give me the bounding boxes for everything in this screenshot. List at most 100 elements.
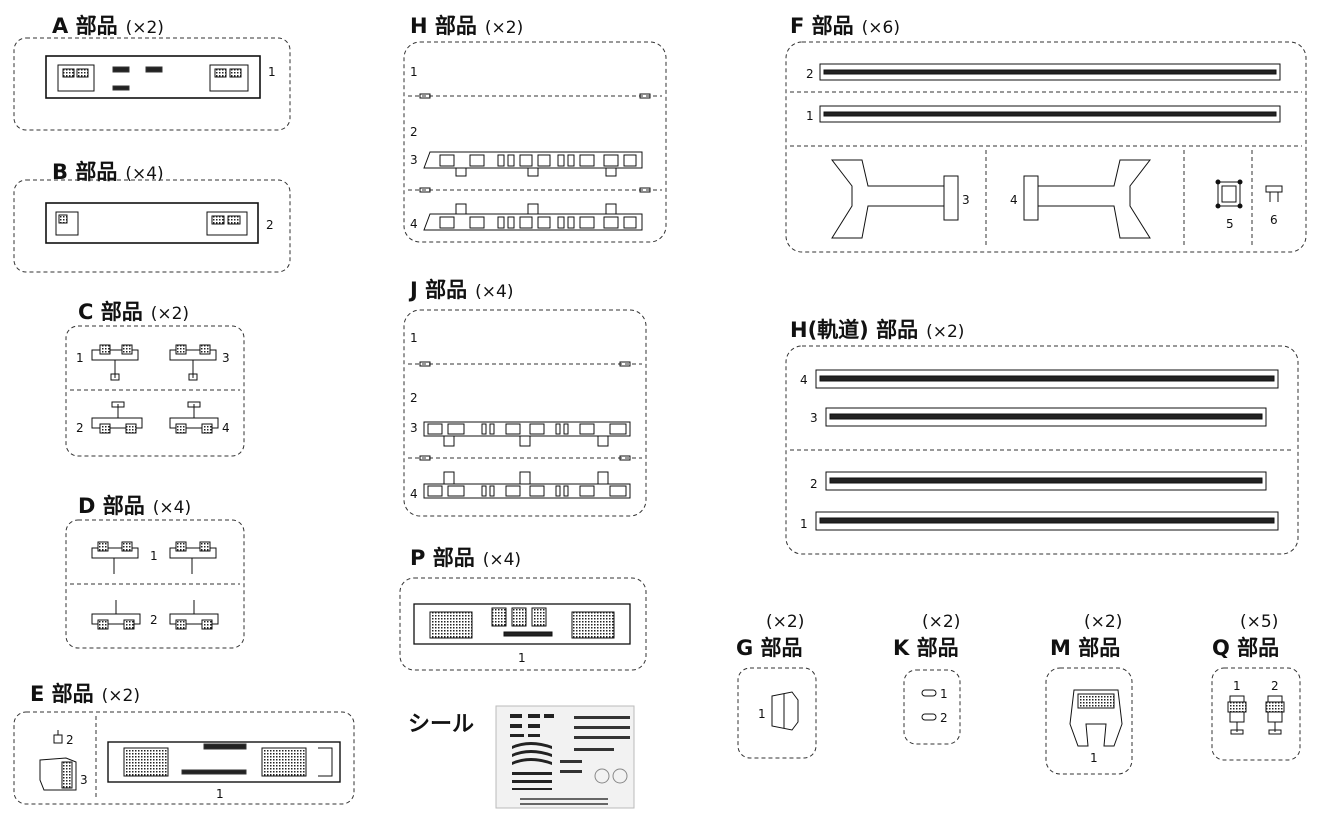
title-seal: シール <box>408 712 475 737</box>
title-e: E 部品 (×2) <box>30 678 140 708</box>
m-part-1 <box>1069 689 1123 747</box>
decal-marks-left <box>510 714 554 790</box>
g-part-1 <box>771 691 799 731</box>
title-d: D 部品 (×4) <box>78 490 191 520</box>
label-f-2: 2 <box>806 67 814 81</box>
title-h-text: H 部品 <box>410 14 477 38</box>
label-h-1: 1 <box>410 65 418 79</box>
label-f-4: 4 <box>1010 193 1018 207</box>
label-d-1: 1 <box>150 549 158 563</box>
sprue-d <box>65 519 245 649</box>
sprue-a <box>13 37 291 131</box>
f-part-6 <box>1265 185 1283 202</box>
label-c-2: 2 <box>76 421 84 435</box>
sprue-m <box>1045 667 1133 775</box>
title-c: C 部品 (×2) <box>78 296 189 326</box>
label-c-1: 1 <box>76 351 84 365</box>
sprue-g <box>737 667 817 759</box>
title-a-text: A 部品 <box>52 14 118 38</box>
label-f-6: 6 <box>1270 213 1278 227</box>
label-q-1: 1 <box>1233 679 1241 693</box>
h-part-4 <box>423 203 643 231</box>
title-j-count: (×4) <box>475 282 514 302</box>
sprue-c <box>65 325 245 457</box>
d-part-1b <box>169 541 217 574</box>
title-b-count: (×4) <box>125 164 164 184</box>
track-rail-1 <box>815 511 1279 531</box>
title-k: K 部品 <box>893 636 959 660</box>
sprue-k <box>903 669 961 745</box>
title-g: G 部品 <box>736 636 803 660</box>
track-rail-2 <box>825 471 1267 491</box>
title-a: A 部品 (×2) <box>52 10 164 40</box>
e-part-3 <box>39 757 77 791</box>
label-j-4: 4 <box>410 487 418 501</box>
decal-sheet <box>495 705 635 809</box>
sprue-q <box>1211 667 1301 761</box>
title-h-count: (×2) <box>484 18 524 38</box>
title-a-count: (×2) <box>125 18 164 38</box>
sprue-p <box>399 577 647 671</box>
q-part-1 <box>1227 695 1247 735</box>
sprue-f <box>785 41 1307 253</box>
track-rail-4 <box>815 369 1279 389</box>
d-part-1a <box>91 541 139 574</box>
label-f-5: 5 <box>1226 217 1234 231</box>
track-rail-3 <box>825 407 1267 427</box>
sprue-h-track <box>785 345 1299 555</box>
count-k: (×2) <box>922 612 961 632</box>
f-part-5 <box>1215 179 1243 209</box>
decal-marks-right <box>520 716 630 805</box>
label-c-4: 4 <box>222 421 230 435</box>
label-track-2: 2 <box>810 477 818 491</box>
title-f-count: (×6) <box>861 18 900 38</box>
title-j: J 部品 (×4) <box>410 274 513 304</box>
title-j-text: J 部品 <box>410 278 468 302</box>
label-m-1: 1 <box>1090 751 1098 765</box>
sprue-e <box>13 711 355 805</box>
d-part-2b <box>169 600 219 630</box>
count-m: (×2) <box>1084 612 1123 632</box>
label-f-1: 1 <box>806 109 814 123</box>
title-e-text: E 部品 <box>30 682 94 706</box>
title-d-text: D 部品 <box>78 494 145 518</box>
label-k-1: 1 <box>940 687 948 701</box>
label-j-3: 3 <box>410 421 418 435</box>
label-track-4: 4 <box>800 373 808 387</box>
title-c-count: (×2) <box>150 304 190 324</box>
label-d-2: 2 <box>150 613 158 627</box>
title-e-count: (×2) <box>101 686 140 706</box>
title-p: P 部品(×4) <box>410 542 521 572</box>
label-track-1: 1 <box>800 517 808 531</box>
c-part-4 <box>169 401 219 434</box>
sprue-h <box>403 41 667 243</box>
h-part-3 <box>423 151 643 177</box>
label-e-2: 2 <box>66 733 74 747</box>
count-q: (×5) <box>1240 612 1279 632</box>
title-m: M 部品 <box>1050 636 1121 660</box>
label-h-3: 3 <box>410 153 418 167</box>
label-b-2: 2 <box>266 218 274 232</box>
label-k-2: 2 <box>940 711 948 725</box>
c-part-2 <box>91 401 143 434</box>
label-e-3: 3 <box>80 773 88 787</box>
j-part-4 <box>423 471 631 499</box>
title-h-track: H(軌道) 部品(×2) <box>790 314 964 344</box>
label-e-1: 1 <box>216 787 224 801</box>
d-part-2a <box>91 600 141 630</box>
count-g: (×2) <box>766 612 805 632</box>
title-h: H 部品 (×2) <box>410 10 523 40</box>
sprue-b <box>13 179 291 273</box>
label-p-1: 1 <box>518 651 526 665</box>
c-part-3 <box>169 344 217 381</box>
e-part-2 <box>53 730 63 744</box>
e-part-1 <box>107 741 341 783</box>
label-h-2: 2 <box>410 125 418 139</box>
label-a-1: 1 <box>268 65 276 79</box>
j-part-3 <box>423 421 631 447</box>
title-c-text: C 部品 <box>78 300 143 324</box>
title-p-count: (×4) <box>482 550 522 570</box>
title-f-text: F 部品 <box>790 14 854 38</box>
title-d-count: (×4) <box>152 498 192 518</box>
